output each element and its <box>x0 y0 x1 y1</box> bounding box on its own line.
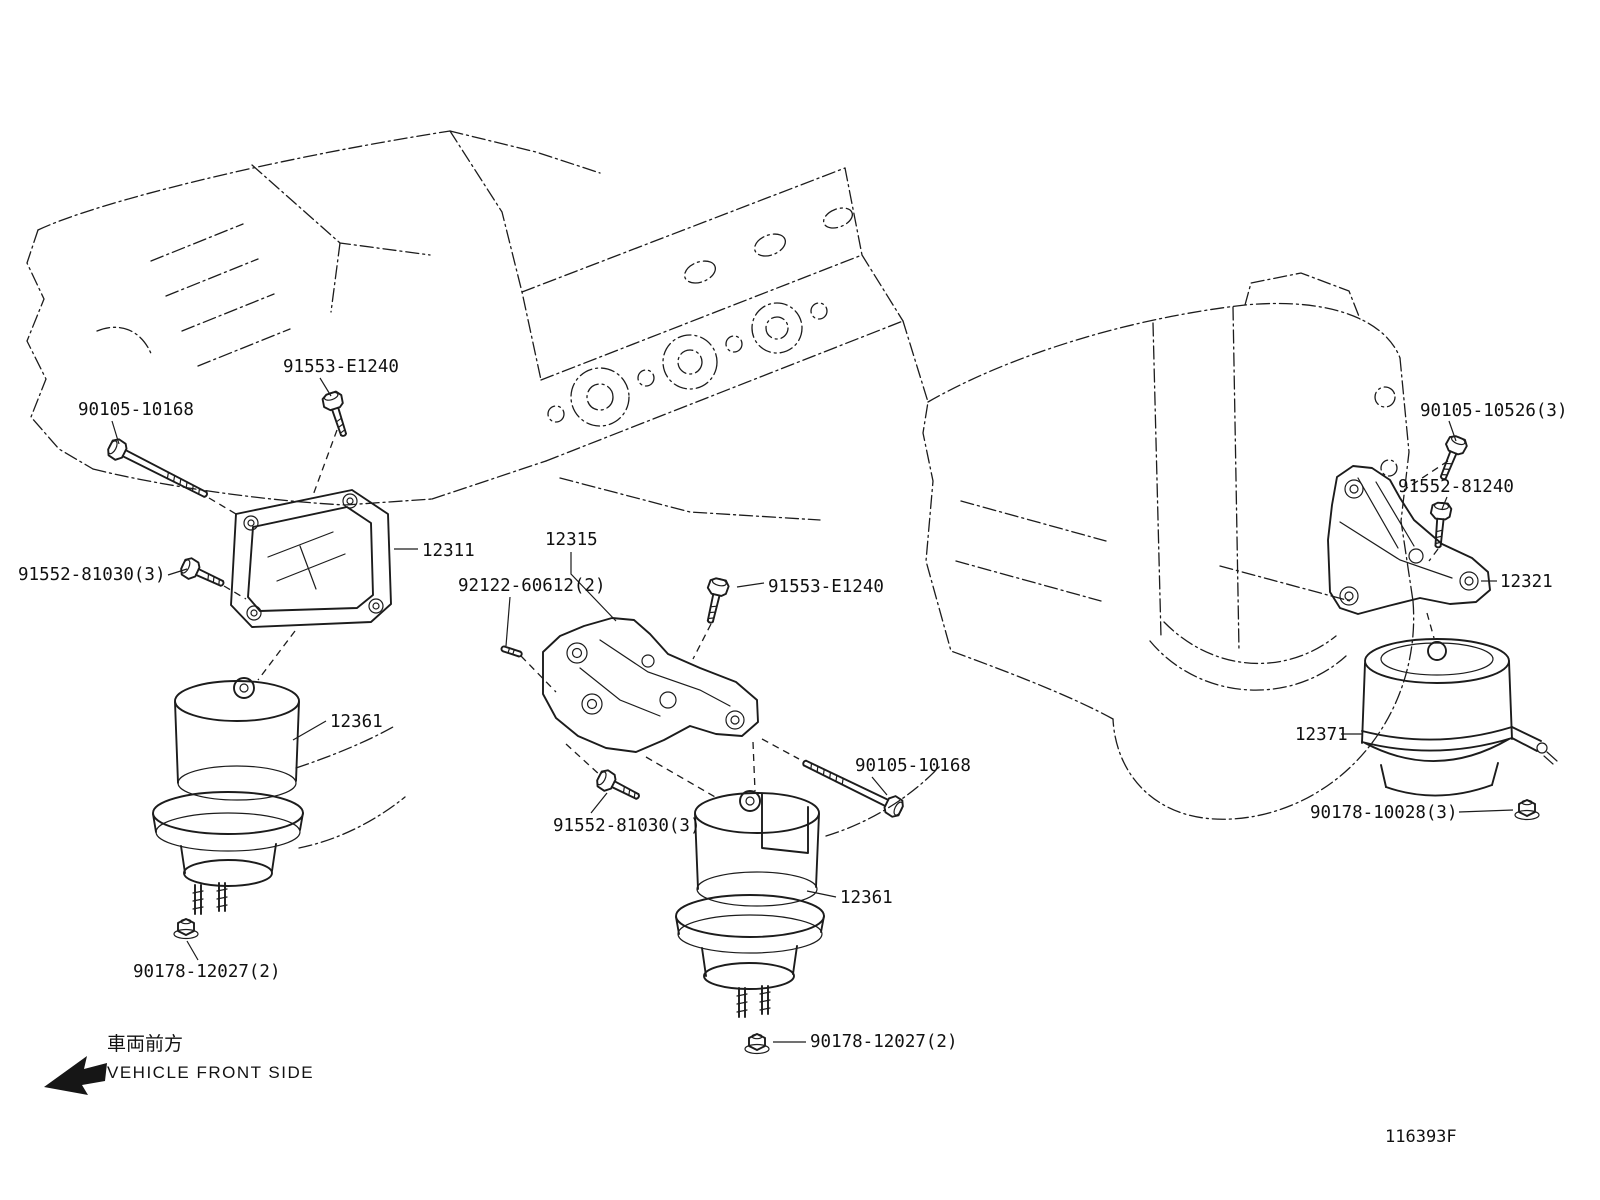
part-label-90178-10028: 90178-10028(3) <box>1310 803 1458 823</box>
part-label-91553-e1240-top: 91553-E1240 <box>283 357 399 377</box>
drawing-code: 116393F <box>1385 1127 1457 1147</box>
vehicle-front-arrow-icon <box>44 1056 107 1095</box>
part-label-91553-e1240-center: 91553-E1240 <box>768 577 884 597</box>
vehicle-front-note-en: VEHICLE FRONT SIDE <box>107 1063 314 1082</box>
leader-lines <box>111 377 1514 1043</box>
part-label-92122-60612: 92122-60612(2) <box>458 576 606 596</box>
bolt-90105-10168-left-icon <box>105 437 211 504</box>
bracket-12311-drawing <box>230 489 392 628</box>
part-label-90178-12027-center: 90178-12027(2) <box>810 1032 958 1052</box>
part-label-90105-10168-center: 90105-10168 <box>855 756 971 776</box>
part-label-91552-81030-left: 91552-81030(3) <box>18 565 166 585</box>
vehicle-front-note-jp: 車両前方 <box>107 1033 183 1055</box>
bolt-91552-81030-left-icon <box>178 556 227 593</box>
part-label-91552-81030-center: 91552-81030(3) <box>553 816 701 836</box>
part-label-90105-10168-left: 90105-10168 <box>78 400 194 420</box>
engine-outline-right <box>922 272 1415 820</box>
nut-90178-10028-right-icon <box>1514 799 1540 821</box>
nut-90178-12027-left-icon <box>173 918 199 940</box>
part-label-90178-12027-left: 90178-12027(2) <box>133 962 281 982</box>
part-label-91552-81240: 91552-81240 <box>1398 477 1514 497</box>
part-label-12315: 12315 <box>545 530 598 550</box>
mount-left-12361-drawing <box>152 677 304 915</box>
bracket-12321-drawing <box>1327 465 1491 615</box>
part-label-12311: 12311 <box>422 541 475 561</box>
mount-center-12361-drawing <box>675 790 825 1018</box>
assembly-dashed-lines <box>208 429 1449 799</box>
part-label-12361-center: 12361 <box>840 888 893 908</box>
engine-outline-left <box>26 130 601 849</box>
part-label-12321: 12321 <box>1500 572 1553 592</box>
bolt-91553-e1240-center-icon <box>700 577 730 625</box>
bolt-90105-10526-right-icon <box>1433 434 1468 483</box>
bracket-12315-drawing <box>542 617 759 753</box>
mount-right-12371-drawing <box>1361 638 1558 797</box>
stud-92122-60612-icon <box>499 644 524 659</box>
nut-90178-12027-center-icon <box>744 1033 770 1055</box>
vehicle-front-indicator: 車両前方 VEHICLE FRONT SIDE <box>44 1033 314 1095</box>
part-label-12371: 12371 <box>1295 725 1348 745</box>
part-label-90105-10526: 90105-10526(3) <box>1420 401 1568 421</box>
part-label-12361-left: 12361 <box>330 712 383 732</box>
engine-outline-center <box>449 130 942 837</box>
